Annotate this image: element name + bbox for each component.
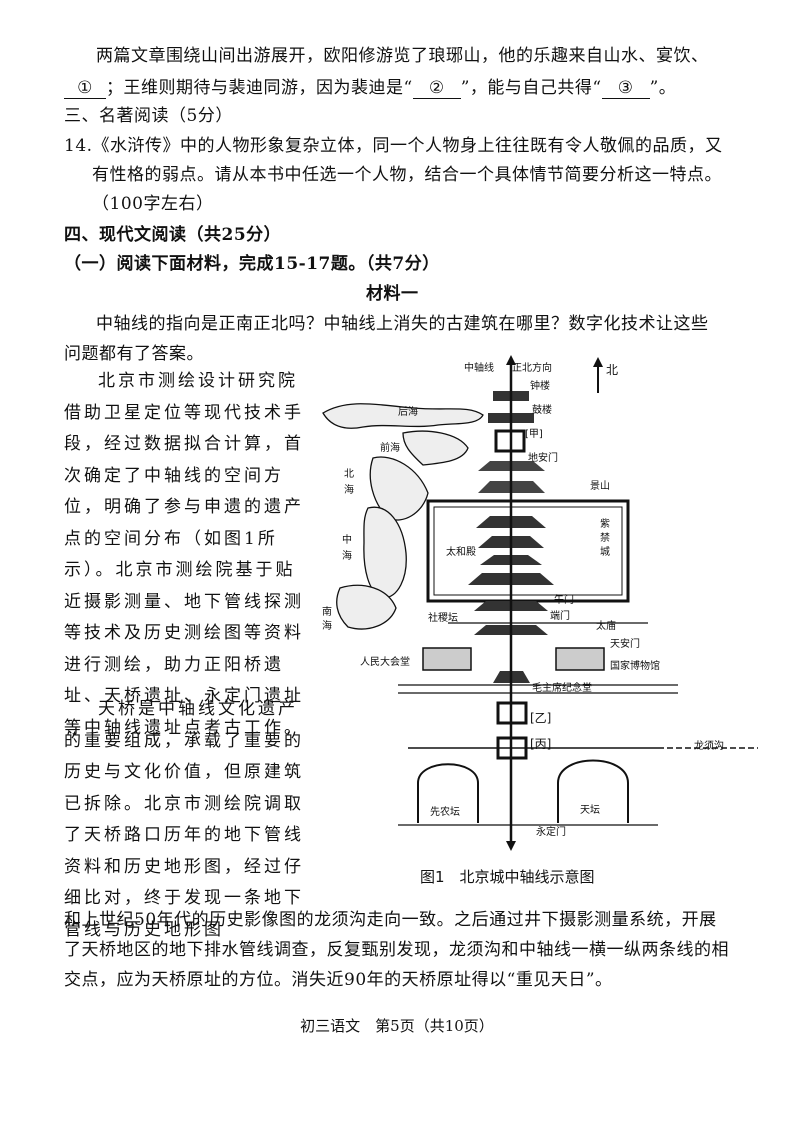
q14-line1: 14.《水浒传》中的人物形象复杂立体，同一个人物身上往往既有令人敬佩的品质，又	[64, 136, 723, 156]
label-zhonghai-1: 中	[342, 535, 352, 546]
label-houhai: 后海	[398, 407, 418, 418]
top-text-line1: 两篇文章围绕山间出游展开，欧阳修游览了琅琊山，他的乐趣来自山水、宴饮、	[96, 46, 709, 66]
q14-line2: 有性格的弱点。请从本书中任选一个人物，结合一个具体情节简要分析这一特点。	[92, 165, 722, 185]
qianhai-lake	[402, 430, 469, 466]
q14-line3: （100字左右）	[92, 194, 214, 214]
xiannong-altar	[417, 763, 479, 823]
houhai-lake	[322, 403, 484, 429]
top-text-line2-end: ”。	[649, 78, 677, 98]
label-drum: 鼓楼	[532, 405, 552, 416]
paragraph-2: 天桥是中轴线文化遗产的重要组成，承载了重要的历史与文化价值，但原建筑已拆除。北京…	[64, 699, 304, 940]
label-north: 北	[606, 363, 619, 377]
label-beihai-2: 海	[344, 485, 354, 496]
top-text-line2-mid: ；王维则期待与裴迪同游，因为裴迪是“	[106, 78, 413, 98]
label-beihai-1: 北	[344, 469, 354, 480]
blank-2: ②	[412, 78, 461, 99]
label-taihe: 太和殿	[446, 547, 476, 558]
label-tiantan: 天坛	[580, 805, 600, 816]
label-zijin-1: 紫	[600, 519, 610, 530]
material-title: 材料一	[366, 284, 419, 304]
cont-line3: 交点，应为天桥原址的方位。消失近90年的天桥原址得以“重见天日”。	[64, 970, 613, 990]
blank-3: ③	[601, 78, 650, 99]
label-tiananmen: 天安门	[610, 639, 640, 650]
label-bell: 钟楼	[530, 381, 550, 392]
forbidden-city-inner	[433, 506, 623, 596]
cont-line1: 和上世纪50年代的历史影像图的龙须沟走向一致。之后通过井下摄影测量系统，开展	[64, 910, 717, 930]
label-wumen: 午门	[554, 595, 574, 606]
figure-caption: 图1 北京城中轴线示意图	[420, 868, 595, 886]
label-renda: 人民大会堂	[360, 657, 410, 668]
north-arrow-icon	[593, 357, 603, 393]
label-axis: 中轴线	[464, 363, 494, 374]
label-longxu: 龙须沟	[694, 741, 724, 752]
paragraph-1: 北京市测绘设计研究院借助卫星定位等现代技术手段，经过数据拟合计算，首次确定了中轴…	[64, 371, 304, 738]
cont-line2: 了天桥地区的地下排水管线调查，反复甄别发现，龙须沟和中轴线一横一纵两条线的相	[64, 940, 729, 960]
nanhai-lake	[336, 584, 397, 630]
label-dianmen: 地安门	[528, 453, 558, 464]
label-bing: [丙]	[530, 737, 552, 751]
national-museum	[555, 647, 605, 671]
label-zhonghai-2: 海	[342, 551, 352, 562]
label-yongding: 永定门	[536, 827, 566, 838]
axis-map-figure: 中轴线 正北方向 北 钟楼 鼓楼 后海 前海 [甲] 地安门 北 海 景山 紫 …	[318, 353, 778, 853]
label-museum: 国家博物馆	[610, 661, 660, 672]
label-taimiao: 太庙	[596, 621, 616, 632]
tiantan-altar	[557, 759, 629, 823]
zhonghai-lake	[363, 506, 407, 599]
section4-heading: 四、现代文阅读（共25分）	[64, 225, 282, 245]
section3-heading: 三、名著阅读（5分）	[64, 106, 233, 126]
label-jia: [甲]	[525, 429, 543, 440]
label-nanhai-2: 海	[322, 621, 332, 632]
label-zijin-3: 城	[600, 547, 610, 558]
label-zijin-2: 禁	[600, 533, 610, 544]
label-mao: 毛主席纪念堂	[532, 683, 592, 694]
beihai-lake	[369, 456, 429, 521]
label-yi: [乙]	[530, 711, 552, 725]
great-hall	[422, 647, 472, 671]
label-north-dir: 正北方向	[512, 363, 552, 374]
top-text-line2-mid2: ”，能与自己共得“	[460, 78, 602, 98]
label-nanhai-1: 南	[322, 607, 332, 618]
intro-line1: 中轴线的指向是正南正北吗？中轴线上消失的古建筑在哪里？数字化技术让这些	[96, 314, 709, 334]
label-sheji: 社稷坛	[428, 613, 458, 624]
intro-line2: 问题都有了答案。	[64, 344, 204, 364]
axis-map-svg	[322, 355, 758, 851]
label-jingshan: 景山	[590, 481, 610, 492]
section4-sub1: （一）阅读下面材料，完成15-17题。（共7分）	[64, 254, 440, 274]
label-qianhai: 前海	[380, 443, 400, 454]
blank-1: ①	[64, 78, 106, 99]
label-duanmen: 端门	[550, 611, 570, 622]
top-text-line2: ①；王维则期待与裴迪同游，因为裴迪是“②”，能与自己共得“③”。	[64, 76, 676, 100]
label-xiannong: 先农坛	[430, 807, 460, 818]
axis-arrowhead-icon	[506, 355, 516, 365]
page-footer: 初三语文 第5页（共10页）	[300, 1017, 494, 1035]
